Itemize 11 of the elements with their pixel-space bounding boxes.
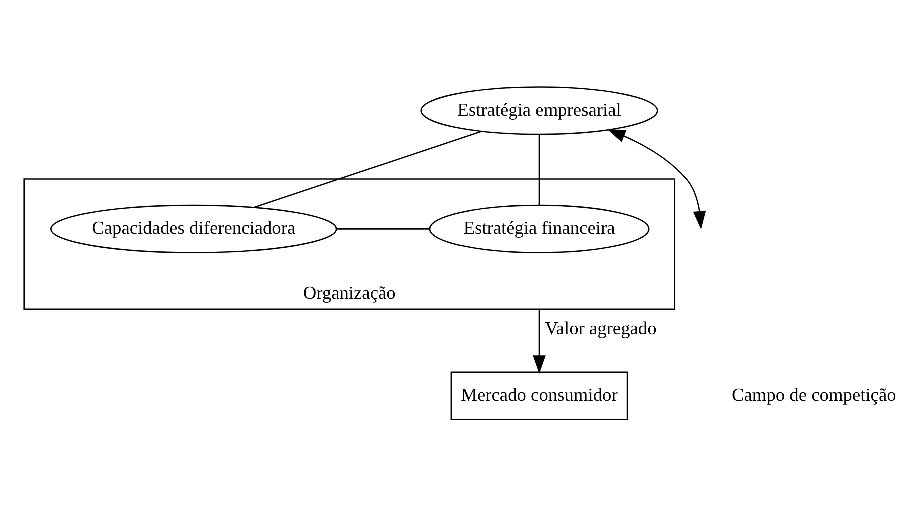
node-box: Mercado consumidor <box>450 371 628 420</box>
node-ellipse: Estratégia empresarial <box>420 86 658 135</box>
edge-label: Valor agregado <box>545 318 657 338</box>
arrow <box>607 128 706 230</box>
connector <box>538 134 540 205</box>
label: Campo de competição <box>732 384 896 404</box>
node-ellipse: Estratégia financeira <box>429 204 650 253</box>
connector <box>254 130 482 208</box>
node-ellipse: Capacidades diferenciadora <box>50 204 338 253</box>
arrow <box>533 308 546 374</box>
connector <box>336 228 430 230</box>
